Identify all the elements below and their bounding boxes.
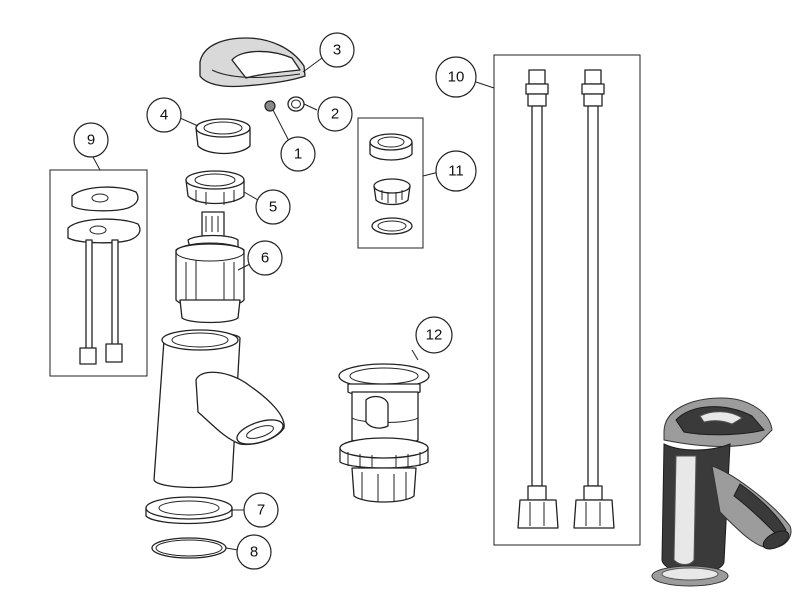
- flexible-tail-right: [573, 69, 615, 529]
- part-10-frame: [493, 54, 641, 546]
- part-5-locking-nut: [185, 170, 245, 205]
- callout-12: 12: [415, 316, 453, 354]
- callout-2: 2: [317, 96, 353, 132]
- callout-9: 9: [73, 122, 109, 158]
- callout-10: 10: [435, 56, 477, 98]
- part-2-cap: [287, 96, 305, 112]
- callout-4: 4: [146, 97, 182, 133]
- part-9-fixing-kit: [49, 169, 148, 377]
- callout-11-label: 11: [448, 163, 464, 180]
- callout-6: 6: [247, 240, 283, 276]
- callout-8-label: 8: [250, 544, 258, 561]
- callout-4-label: 4: [160, 107, 168, 124]
- part-7-base-washer: [145, 496, 233, 525]
- callout-12-label: 12: [426, 327, 443, 344]
- callout-7: 7: [243, 492, 279, 528]
- callout-10-label: 10: [448, 69, 465, 86]
- callout-5: 5: [255, 189, 291, 225]
- faucet-body: [153, 329, 285, 489]
- callout-3-label: 3: [333, 42, 341, 59]
- part-11-aerator-kit: [357, 117, 424, 249]
- callout-7-label: 7: [257, 502, 265, 519]
- part-1-screw: [264, 100, 276, 112]
- callout-3: 3: [319, 32, 355, 68]
- callout-1: 1: [280, 136, 316, 172]
- callout-11: 11: [435, 150, 477, 192]
- part-12-waste: [338, 363, 430, 503]
- part-9-frame: [49, 169, 148, 377]
- part-4-shroud: [195, 118, 251, 155]
- callout-1-label: 1: [294, 146, 302, 163]
- part-11-frame: [357, 117, 424, 249]
- callout-8: 8: [236, 534, 272, 570]
- callout-5-label: 5: [269, 199, 277, 216]
- leader-lines: [92, 57, 495, 551]
- flexible-tail-left: [517, 69, 559, 529]
- assembled-faucet-illustration: [651, 397, 792, 587]
- part-10-flexible-tails: [493, 54, 641, 546]
- part-6-cartridge: [175, 211, 245, 324]
- part-3-lever-handle: [199, 37, 306, 88]
- callout-9-label: 9: [87, 132, 95, 149]
- callout-2-label: 2: [331, 106, 339, 123]
- part-8-o-ring: [151, 537, 227, 559]
- callout-6-label: 6: [261, 250, 269, 267]
